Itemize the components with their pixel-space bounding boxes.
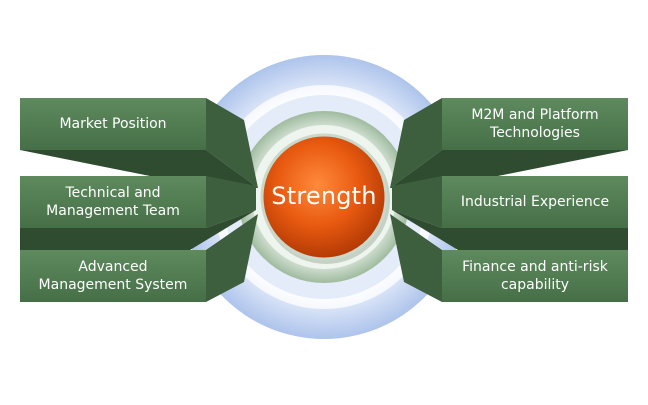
panel-technical-management-team — [20, 176, 256, 250]
panel-industrial-experience — [392, 176, 628, 250]
panel-m2m-platform — [390, 98, 628, 188]
right-panels — [390, 98, 628, 302]
panel-advanced-management-system — [20, 214, 258, 302]
center-label: Strength — [271, 182, 377, 210]
panel-market-position — [20, 98, 258, 188]
left-panels — [20, 98, 258, 302]
center-circle — [260, 133, 388, 261]
panel-finance-anti-risk — [390, 214, 628, 302]
